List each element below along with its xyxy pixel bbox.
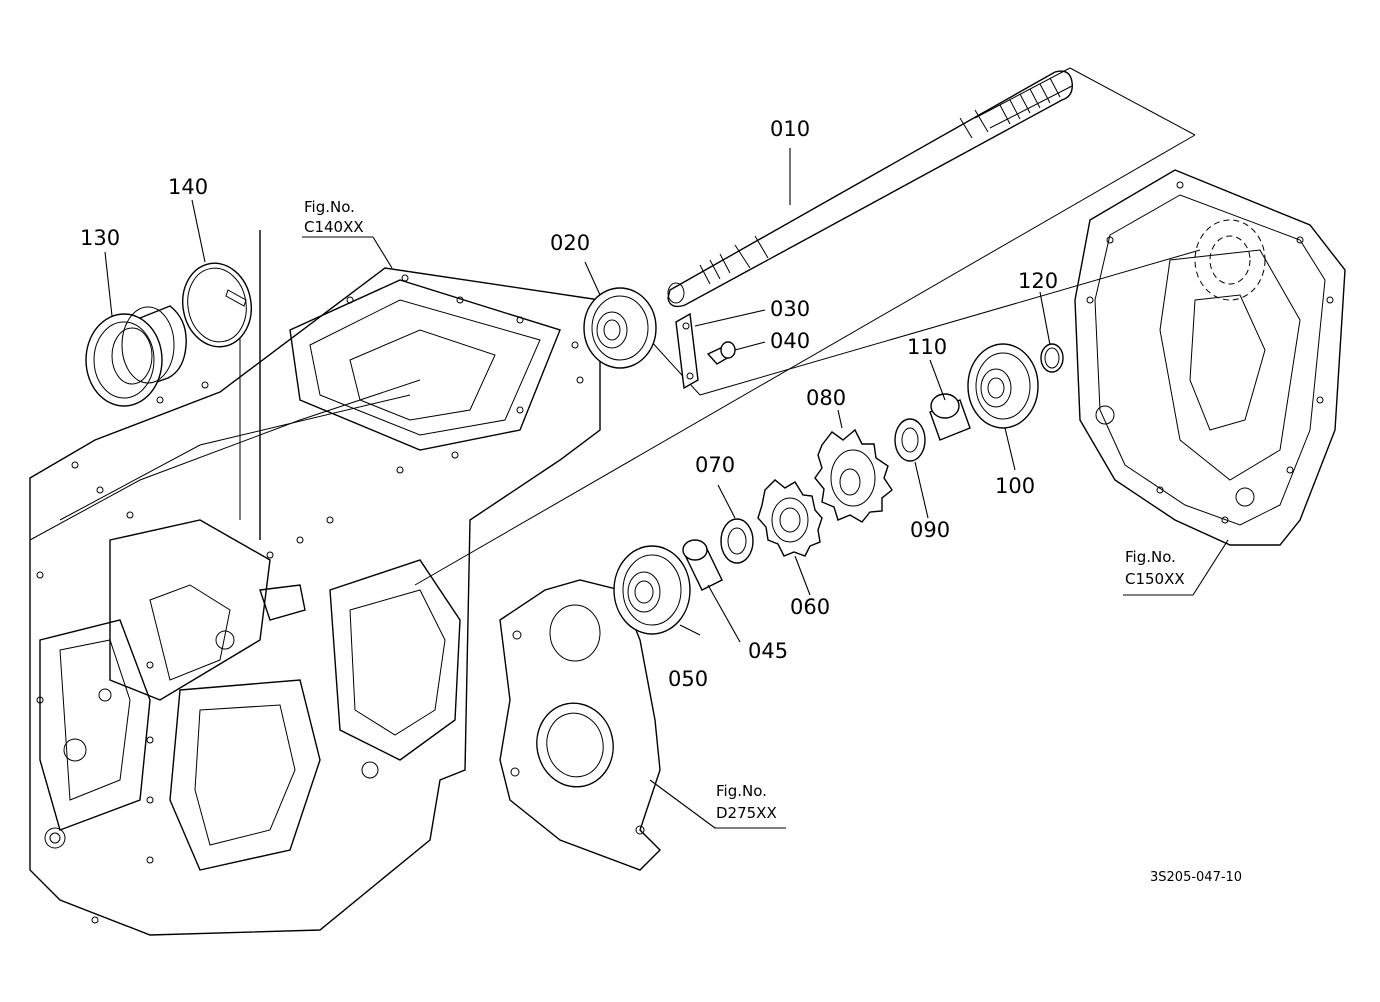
label-120: 120 xyxy=(1018,269,1058,293)
case-bolt-holes xyxy=(36,274,584,924)
transmission-case xyxy=(29,230,601,936)
part-080-gear xyxy=(814,428,893,523)
part-050-bearing xyxy=(613,545,691,635)
flange-cover xyxy=(499,579,661,871)
label-110: 110 xyxy=(907,335,947,359)
label-020: 020 xyxy=(550,231,590,255)
figure-ref-c150-line1: Fig.No. xyxy=(1125,548,1176,566)
part-030-plate xyxy=(675,312,699,390)
figure-ref-c140-line1: Fig.No. xyxy=(304,198,355,216)
part-040-bolt xyxy=(706,341,736,365)
label-060: 060 xyxy=(790,595,830,619)
label-130: 130 xyxy=(80,226,120,250)
label-045: 045 xyxy=(748,639,788,663)
label-080: 080 xyxy=(806,386,846,410)
part-060-gear xyxy=(757,479,823,557)
figure-ref-d275-line1: Fig.No. xyxy=(716,782,767,800)
part-140-circlip xyxy=(182,262,252,348)
figure-ref-c150: Fig.No. C150XX xyxy=(1123,548,1193,596)
label-030: 030 xyxy=(770,297,810,321)
part-010-shaft xyxy=(667,67,1073,308)
assembly-lines xyxy=(414,67,1201,586)
part-labels: 010 020 030 040 045 050 060 070 080 090 … xyxy=(80,117,1058,691)
label-050: 050 xyxy=(668,667,708,691)
label-140: 140 xyxy=(168,175,208,199)
part-120-circlip xyxy=(1040,343,1064,373)
label-040: 040 xyxy=(770,329,810,353)
label-070: 070 xyxy=(695,453,735,477)
drawing-code: 3S205-047-10 xyxy=(1150,870,1242,885)
label-010: 010 xyxy=(770,117,810,141)
figure-ref-c150-line2: C150XX xyxy=(1125,570,1185,588)
label-100: 100 xyxy=(995,474,1035,498)
part-100-bearing xyxy=(967,343,1039,429)
part-045-collar xyxy=(682,539,723,591)
part-020-bearing xyxy=(583,287,657,369)
figure-ref-c140: Fig.No. C140XX xyxy=(302,198,373,238)
figure-ref-d275-line2: D275XX xyxy=(716,804,777,822)
part-130-gear-hub xyxy=(85,305,187,407)
right-housing xyxy=(1074,169,1346,546)
label-090: 090 xyxy=(910,518,950,542)
leader-lines xyxy=(104,148,1229,829)
part-070-washer xyxy=(720,518,754,564)
figure-ref-c140-line2: C140XX xyxy=(304,218,364,236)
shaft-splines xyxy=(699,77,1061,285)
part-090-washer xyxy=(894,418,926,462)
figure-ref-d275: Fig.No. D275XX xyxy=(714,782,786,829)
part-110-collar xyxy=(929,393,971,441)
